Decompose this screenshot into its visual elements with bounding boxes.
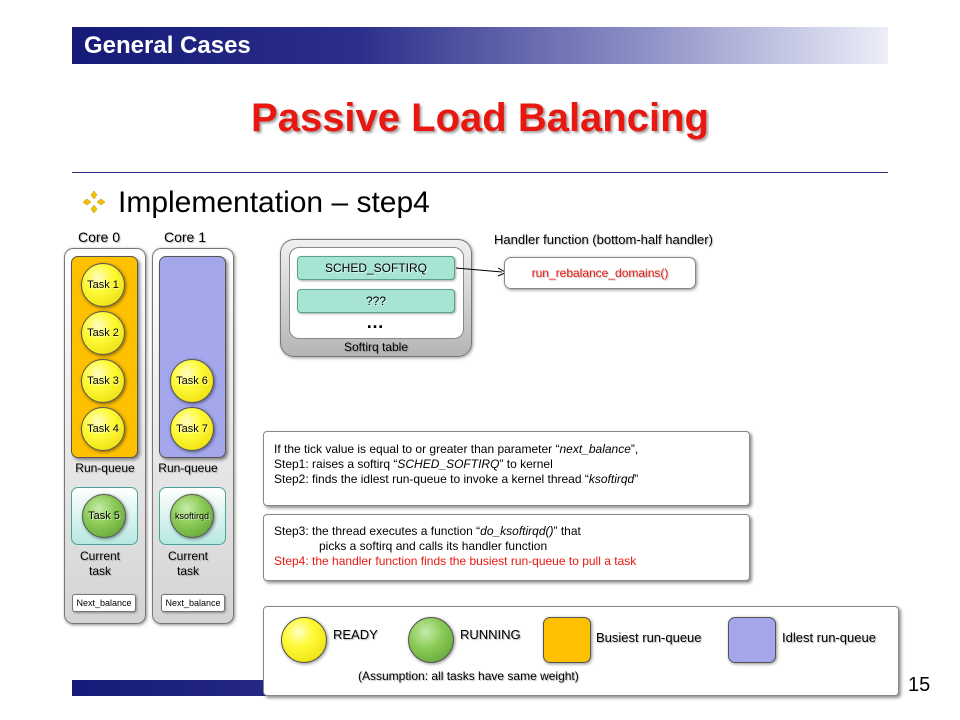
core0-task-1: Task 1: [81, 263, 125, 307]
legend-busiest-label: Busiest run-queue: [596, 630, 702, 645]
core1-label: Core 1: [164, 229, 207, 245]
core1-current-label-2: task: [176, 564, 199, 578]
core0-current-label-1: Current: [79, 549, 120, 563]
legend-ready-label: READY: [333, 627, 378, 642]
core1-runqueue-label: Run-queue: [158, 461, 218, 475]
core1-current-task: ksoftirqd: [170, 494, 214, 538]
core1-task-7: Task 7: [170, 407, 214, 451]
handler-box: run_rebalance_domains(): [504, 257, 696, 289]
info1-line-3: Step2: finds the idlest run-queue to inv…: [274, 472, 639, 486]
core1-next-balance: Next_balance: [161, 594, 225, 612]
diamond-bullet-icon: [82, 190, 106, 214]
core0-current-task: Task 5: [82, 494, 126, 538]
softirq-table-label: Softirq table: [343, 340, 409, 354]
core0-next-balance: Next_balance: [72, 594, 136, 612]
info-box-steps-1-2: If the tick value is equal to or greater…: [263, 431, 750, 506]
info2-line-1: Step3: the thread executes a function “d…: [274, 524, 581, 538]
core0-label: Core 0: [78, 229, 121, 245]
info1-line-2: Step1: raises a softirq “SCHED_SOFTIRQ” …: [274, 457, 553, 471]
header-bar: [72, 27, 888, 64]
legend-running-swatch: [408, 617, 454, 663]
info2-line-3: Step4: the handler function finds the bu…: [274, 554, 637, 568]
handler-function: run_rebalance_domains(): [531, 266, 669, 280]
softirq-entry-unknown: ???: [297, 289, 455, 313]
core0-task-2: Task 2: [81, 311, 125, 355]
section-title: General Cases: [84, 32, 251, 59]
legend-note: (Assumption: all tasks have same weight): [358, 669, 579, 683]
core1-task-6: Task 6: [170, 359, 214, 403]
bullet-text: Implementation – step4: [118, 186, 430, 219]
softirq-ellipsis: …: [366, 312, 385, 332]
legend-ready-swatch: [281, 617, 327, 663]
title-divider: [72, 172, 888, 173]
legend-idlest-swatch: [728, 617, 776, 663]
info-box-steps-3-4: Step3: the thread executes a function “d…: [263, 514, 750, 581]
slide-title: Passive Load Balancing: [251, 96, 709, 140]
legend-idlest-label: Idlest run-queue: [782, 630, 876, 645]
legend-running-label: RUNNING: [460, 627, 521, 642]
core1-current-label-1: Current: [167, 549, 208, 563]
core0-task-3: Task 3: [81, 359, 125, 403]
handler-title: Handler function (bottom-half handler): [494, 232, 713, 247]
info1-line-1: If the tick value is equal to or greater…: [274, 442, 639, 456]
core0-task-4: Task 4: [81, 407, 125, 451]
page-number: 15: [908, 674, 931, 696]
softirq-entry-sched: SCHED_SOFTIRQ: [297, 256, 455, 280]
info2-line-2: picks a softirq and calls its handler fu…: [319, 539, 548, 553]
core0-current-label-2: task: [88, 564, 111, 578]
legend-busiest-swatch: [543, 617, 591, 663]
core0-runqueue-label: Run-queue: [75, 461, 135, 475]
